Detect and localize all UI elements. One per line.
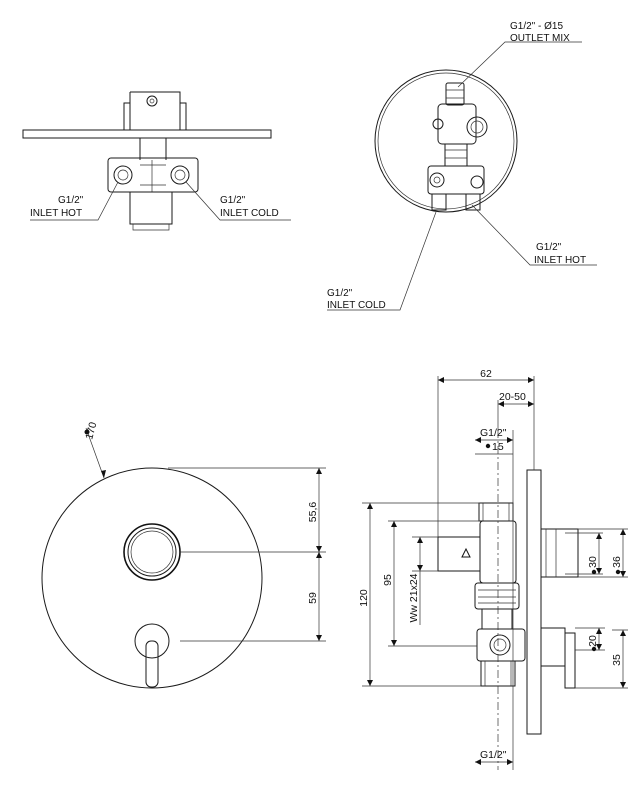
side-view: 62 20-50 G1/2" 15 120 95 Ww 21x24 30 (358, 368, 628, 770)
back-inlet-cold-label: INLET COLD (327, 300, 386, 311)
top-inlet-hot-label: INLET HOT (30, 208, 82, 219)
side-dim-36: 36 (611, 556, 623, 568)
side-view-plate (526, 469, 542, 735)
diameter-symbol-15 (485, 443, 491, 449)
side-dim-95: 95 (382, 574, 394, 586)
top-view-screw (146, 95, 158, 107)
diameter-symbol-36 (615, 569, 621, 575)
front-view-lever-base (134, 623, 170, 659)
side-dim-dia15: 15 (492, 441, 504, 453)
top-view-inlet-cold-port (170, 165, 190, 185)
top-view-body (129, 91, 181, 130)
side-dim-depth: 62 (480, 368, 492, 380)
side-view-cartridge (437, 536, 481, 572)
back-view-hot-fitting (465, 193, 481, 211)
front-dim-lower: 59 (307, 592, 319, 604)
side-dim-120: 120 (358, 589, 370, 607)
top-view-plate (22, 129, 272, 139)
back-view-outlet-fitting (445, 82, 465, 106)
diameter-symbol-20 (591, 646, 597, 652)
front-view-diverter-knob (123, 523, 181, 581)
back-inlet-hot-label: INLET HOT (534, 255, 586, 266)
side-dim-30: 30 (587, 556, 599, 568)
back-inlet-hot-size: G1/2" (536, 242, 562, 253)
front-dim-diameter: 170 (83, 421, 99, 441)
back-inlet-cold-size: G1/2" (327, 288, 353, 299)
top-view-outlet (129, 191, 173, 225)
side-view-lever (564, 632, 576, 689)
back-view-cold-fitting (431, 193, 447, 211)
side-view-outlet-top (478, 502, 514, 522)
front-view-lever (145, 640, 159, 688)
side-view-diverter-knob (540, 528, 579, 578)
side-dim-thread-bottom: G1/2" (480, 749, 507, 761)
top-inlet-cold-size: G1/2" (220, 195, 246, 206)
front-view: 55,6 59 170 (41, 421, 326, 689)
top-view: G1/2" INLET HOT G1/2" INLET COLD (22, 91, 291, 231)
top-view-inlet-hot-port (113, 165, 133, 185)
top-view-valve-body (107, 157, 199, 193)
side-dim-adjust: 20-50 (499, 391, 526, 403)
back-outlet-label: OUTLET MIX (510, 33, 570, 44)
back-outlet-size: G1/2" - Ø15 (510, 21, 563, 32)
back-view-cold-port (429, 172, 445, 188)
diameter-symbol (84, 429, 90, 435)
side-dim-thread-top: G1/2" (480, 427, 507, 439)
side-dim-20: 20 (587, 635, 599, 647)
back-view: G1/2" - Ø15 OUTLET MIX G1/2" INLET HOT G… (327, 21, 597, 311)
diameter-symbol-30 (591, 569, 597, 575)
top-inlet-hot-size: G1/2" (58, 195, 84, 206)
front-dim-upper: 55,6 (307, 502, 319, 523)
front-view-plate (41, 467, 263, 689)
back-view-plate (374, 69, 518, 213)
side-dim-ww: Ww 21x24 (408, 573, 420, 622)
top-inlet-cold-label: INLET COLD (220, 208, 279, 219)
side-dim-35: 35 (611, 654, 623, 666)
